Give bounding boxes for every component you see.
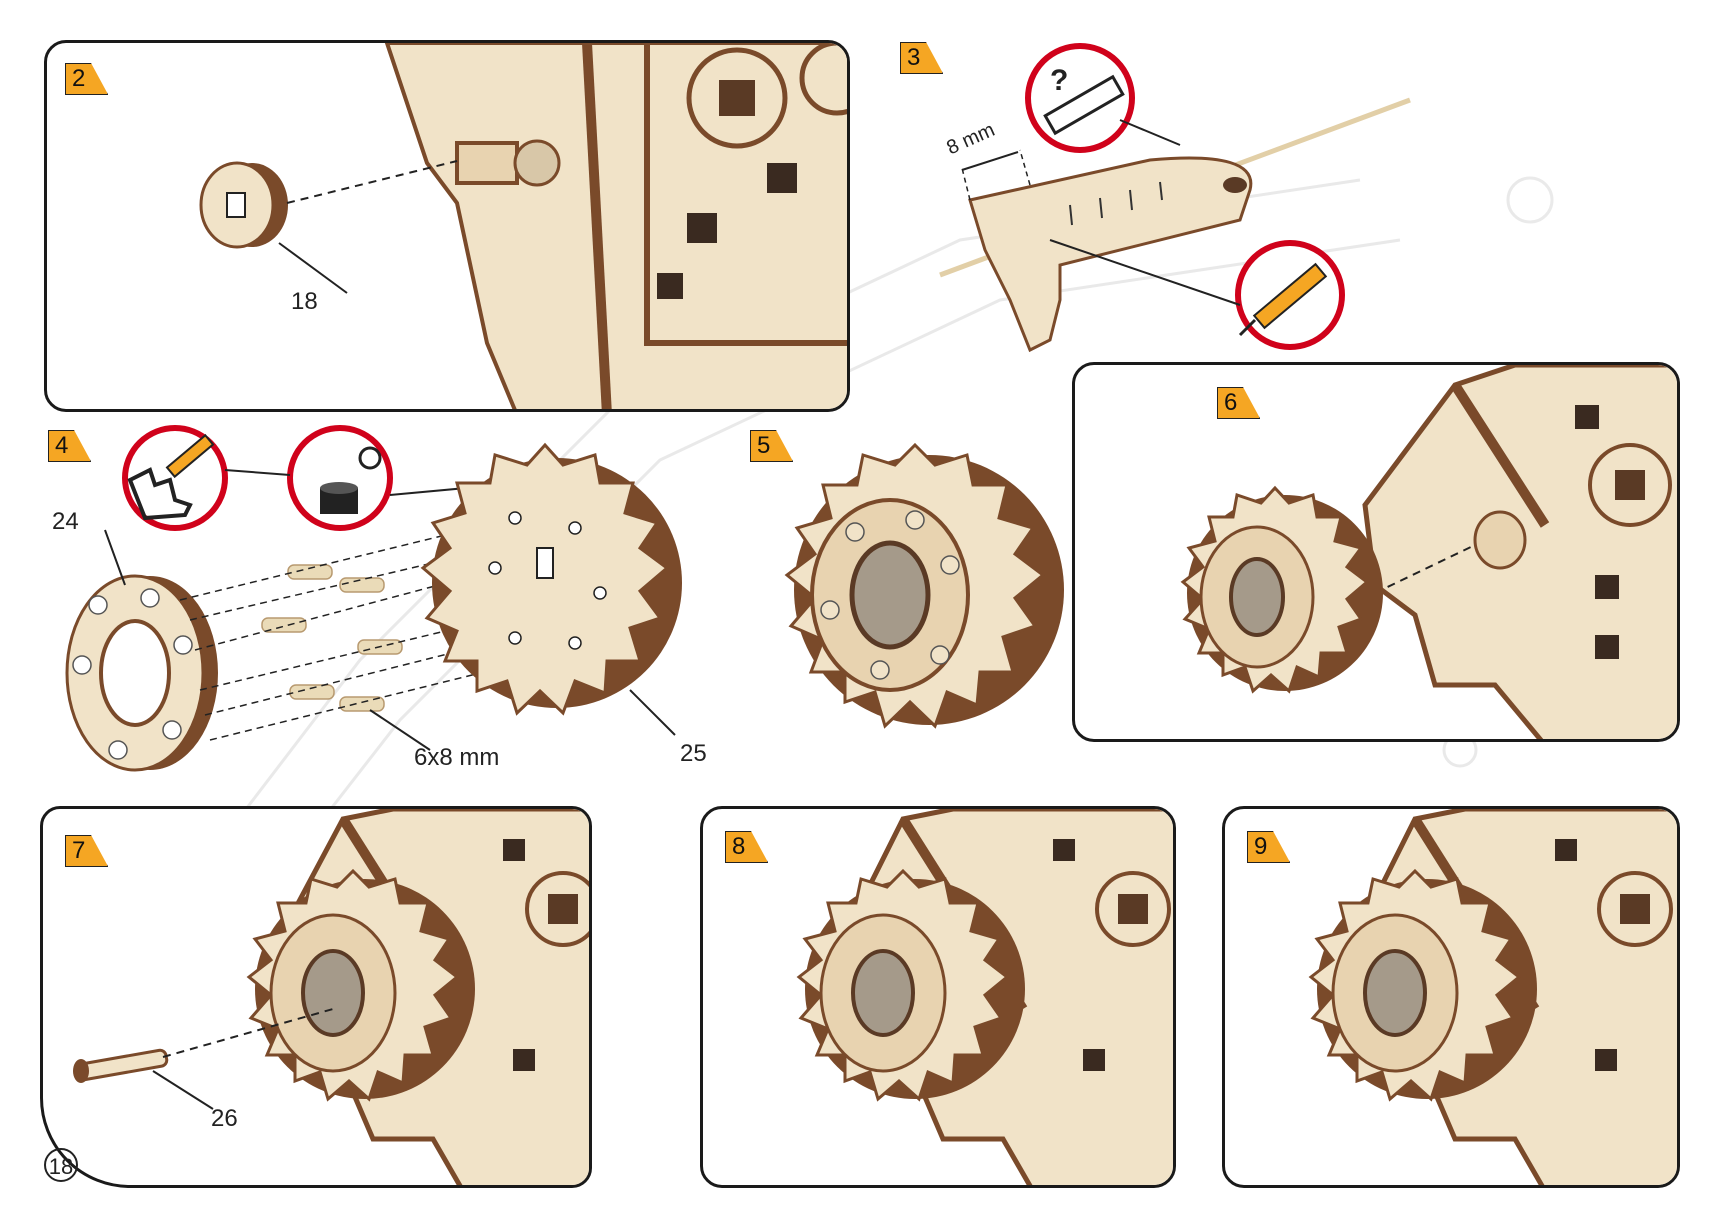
step-4-badge: 4 bbox=[48, 430, 91, 462]
part-26-pin bbox=[73, 1049, 168, 1083]
part-26-label: 26 bbox=[211, 1105, 238, 1133]
assembled-gear bbox=[787, 445, 1064, 726]
svg-text:?: ? bbox=[1050, 64, 1068, 97]
step-3-badge: 3 bbox=[900, 42, 943, 74]
pin-size-label: 6x8 mm bbox=[414, 744, 499, 772]
page-number: 18 bbox=[44, 1148, 78, 1182]
step-9-panel: 9 bbox=[1222, 806, 1680, 1188]
part-18-label: 18 bbox=[291, 288, 318, 316]
knife-gear-icon bbox=[125, 428, 225, 528]
step-5-badge: 5 bbox=[750, 430, 793, 462]
step-6-panel: 6 bbox=[1072, 362, 1680, 742]
part-24-label: 24 bbox=[52, 508, 79, 536]
part-25-label: 25 bbox=[680, 740, 707, 768]
step-2-illustration bbox=[47, 43, 850, 412]
part-18-washer bbox=[201, 163, 288, 247]
ruler-question-icon: ? bbox=[1028, 46, 1132, 150]
step-2-panel: 2 18 bbox=[44, 40, 850, 412]
step-7-panel: 7 26 bbox=[40, 806, 592, 1188]
knife-icon bbox=[1238, 243, 1342, 347]
house-body bbox=[387, 43, 850, 412]
step-9-illustration bbox=[1225, 809, 1680, 1188]
step-6-illustration bbox=[1075, 365, 1680, 742]
part-24-ring bbox=[67, 576, 218, 770]
measure-8mm-label: 8 mm bbox=[943, 119, 998, 160]
glue-gear-icon bbox=[290, 428, 390, 528]
step-7-illustration bbox=[43, 809, 592, 1188]
step-8-illustration bbox=[703, 809, 1176, 1188]
step-8-panel: 8 bbox=[700, 806, 1176, 1188]
part-25-gear bbox=[423, 445, 682, 713]
